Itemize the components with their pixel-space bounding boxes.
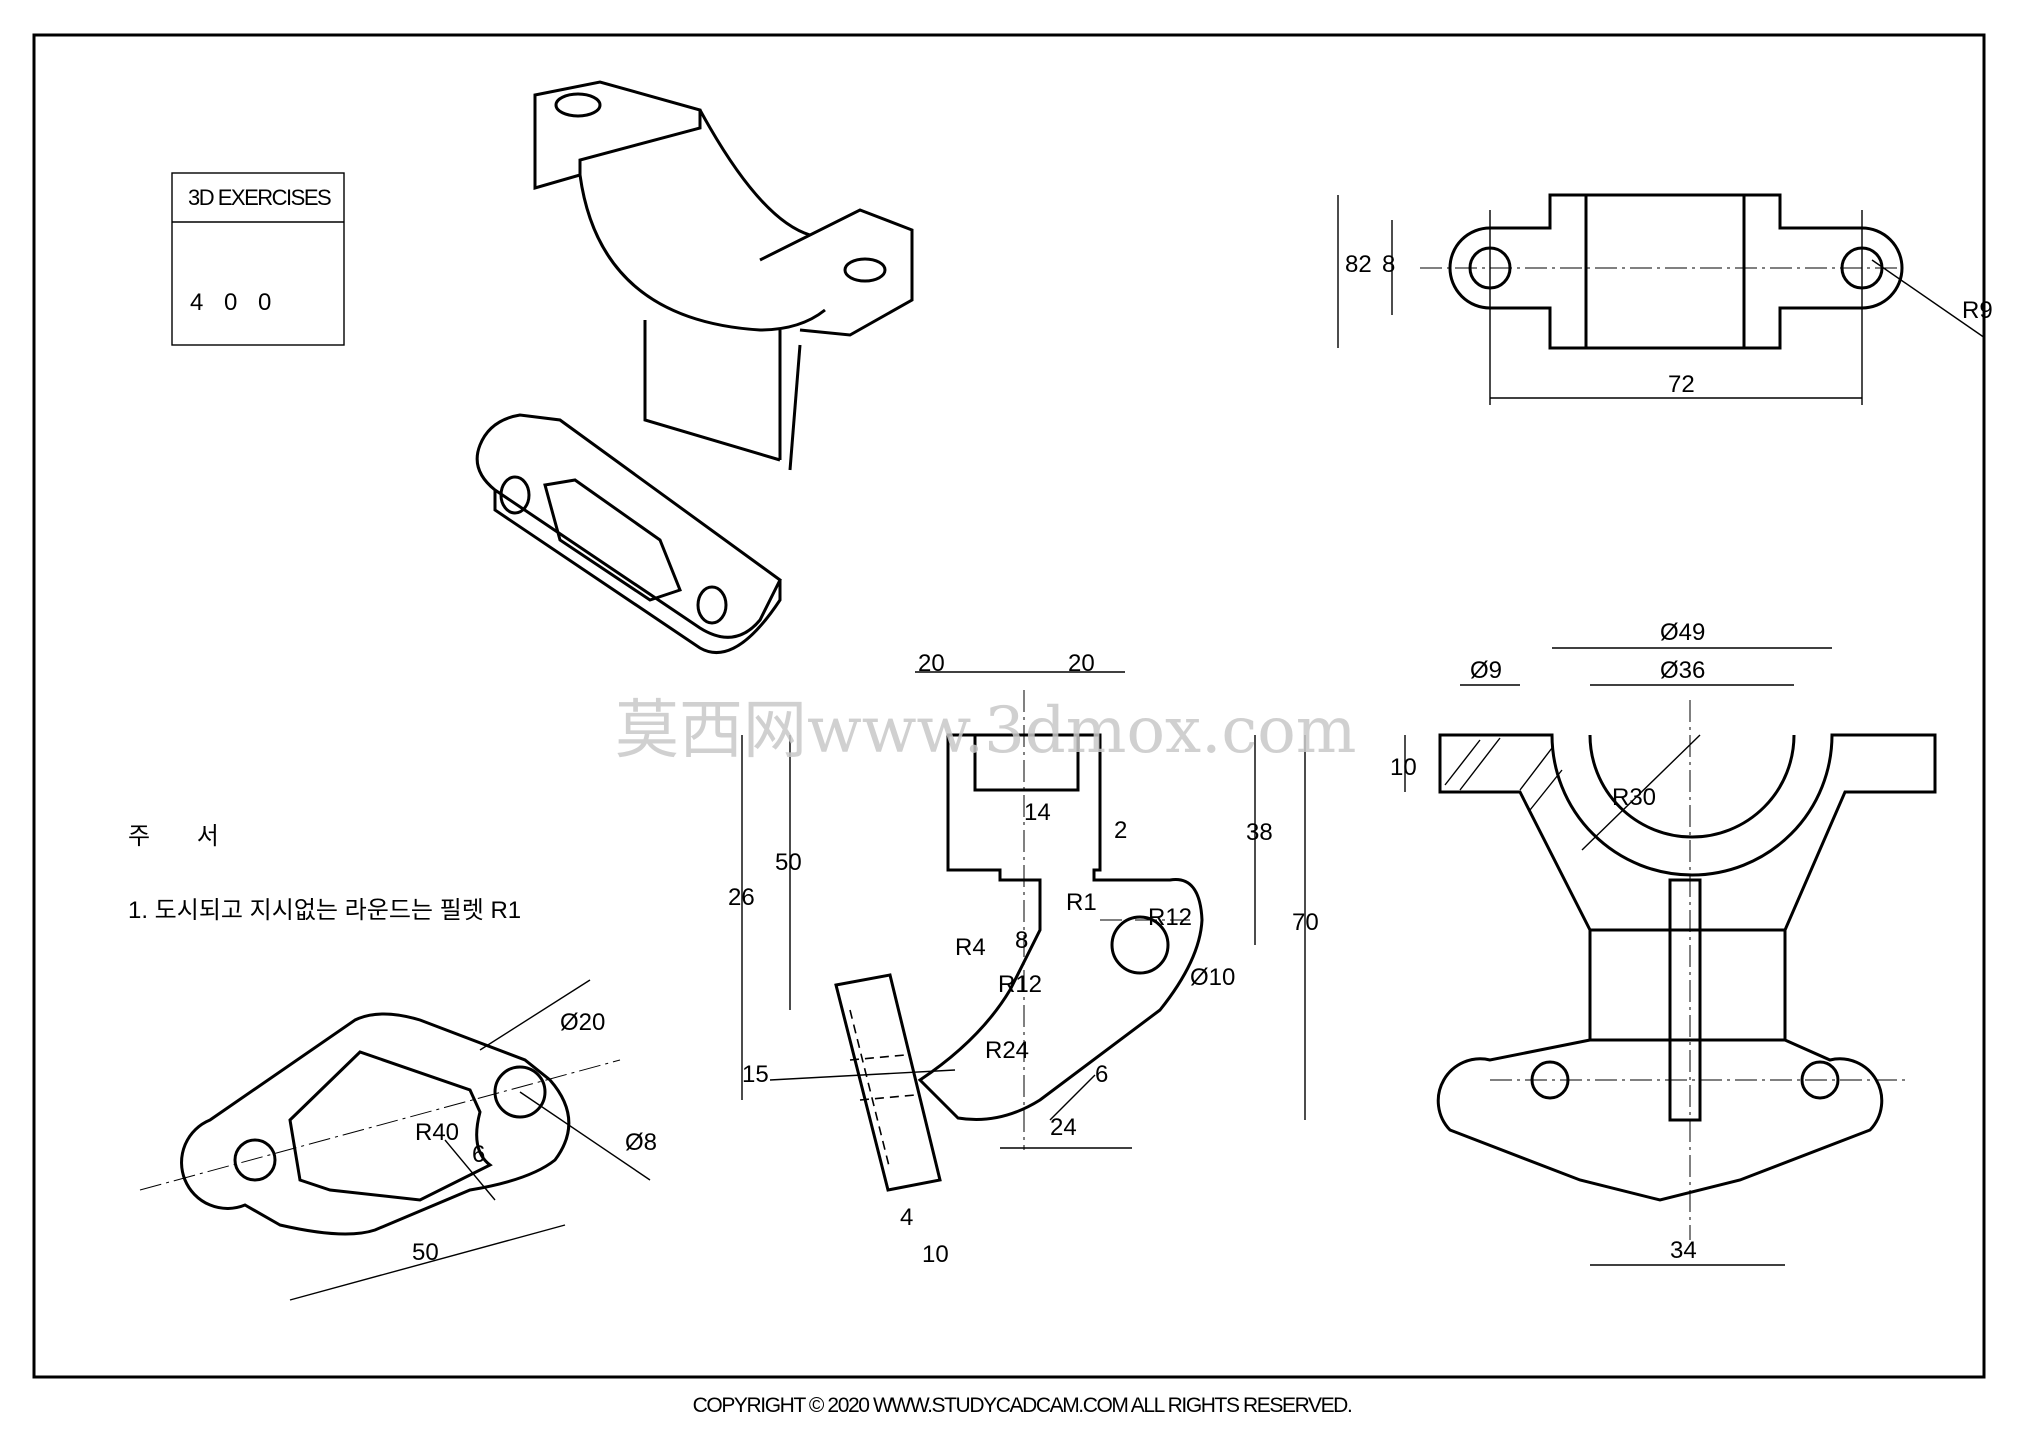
- auxiliary-view: Ø20 R40 6 Ø8 50: [139, 979, 657, 1301]
- title-block: 3D EXERCISES 4 0 0: [171, 172, 345, 346]
- side-dim-34: 34: [1670, 1237, 1697, 1264]
- front-view: 20 20 14 2 50 26 8 R4 R12 R1 R12 38 70 Ø…: [728, 650, 1319, 1268]
- front-dim-70: 70: [1292, 909, 1319, 936]
- front-dim-14: 14: [1024, 799, 1051, 826]
- watermark: 莫西网www.3dmox.com: [615, 694, 1357, 768]
- front-dim-8: 8: [1015, 927, 1028, 954]
- notes-line-1: 1. 도시되고 지시없는 라운드는 필렛 R1: [128, 897, 521, 924]
- top-dim-72: 72: [1668, 371, 1695, 398]
- side-dim-r30: R30: [1612, 784, 1656, 811]
- top-dim-r9: R9: [1962, 297, 1993, 324]
- front-dim-r12b: R12: [1148, 904, 1192, 931]
- front-dim-20a: 20: [918, 650, 945, 677]
- front-dim-10: 10: [922, 1241, 949, 1268]
- front-dim-2: 2: [1114, 817, 1127, 844]
- aux-dim-50: 50: [412, 1239, 439, 1266]
- side-dim-10: 10: [1390, 754, 1417, 781]
- front-dim-r1: R1: [1066, 889, 1097, 916]
- sheet-border: [32, 33, 1986, 1379]
- title-block-heading: 3D EXERCISES: [188, 185, 331, 210]
- aux-dim-6: 6: [472, 1141, 485, 1168]
- notes-heading: 주 서: [128, 823, 219, 850]
- front-dim-50: 50: [775, 849, 802, 876]
- aux-dim-phi8: Ø8: [625, 1129, 657, 1156]
- front-dim-38: 38: [1246, 819, 1273, 846]
- title-block-number: 4 0 0: [190, 289, 271, 316]
- front-dim-6: 6: [1095, 1061, 1108, 1088]
- top-dim-82: 82: [1345, 251, 1372, 278]
- side-dim-phi49: Ø49: [1660, 619, 1705, 646]
- side-dim-phi36: Ø36: [1660, 657, 1705, 684]
- aux-dim-phi20: Ø20: [560, 1009, 605, 1036]
- front-dim-4: 4: [900, 1204, 913, 1231]
- front-dim-15: 15: [742, 1061, 769, 1088]
- top-dim-8: 8: [1382, 251, 1395, 278]
- front-dim-24: 24: [1050, 1114, 1077, 1141]
- front-dim-r12a: R12: [998, 971, 1042, 998]
- front-dim-20b: 20: [1068, 650, 1095, 677]
- front-dim-r24: R24: [985, 1037, 1029, 1064]
- aux-dim-r40: R40: [415, 1119, 459, 1146]
- top-view: 72 R9 82 8: [1337, 193, 1993, 405]
- side-dim-phi9: Ø9: [1470, 657, 1502, 684]
- side-view: Ø49 Ø36 Ø9 10 R30 34: [1390, 619, 1937, 1266]
- copyright-footer: COPYRIGHT © 2020 WWW.STUDYCADCAM.COM ALL…: [692, 1394, 1353, 1417]
- front-dim-r4: R4: [955, 934, 986, 961]
- front-dim-26: 26: [728, 884, 755, 911]
- isometric-view: [475, 80, 914, 654]
- notes: 주 서 1. 도시되고 지시없는 라운드는 필렛 R1: [128, 823, 521, 924]
- front-dim-phi10: Ø10: [1190, 964, 1235, 991]
